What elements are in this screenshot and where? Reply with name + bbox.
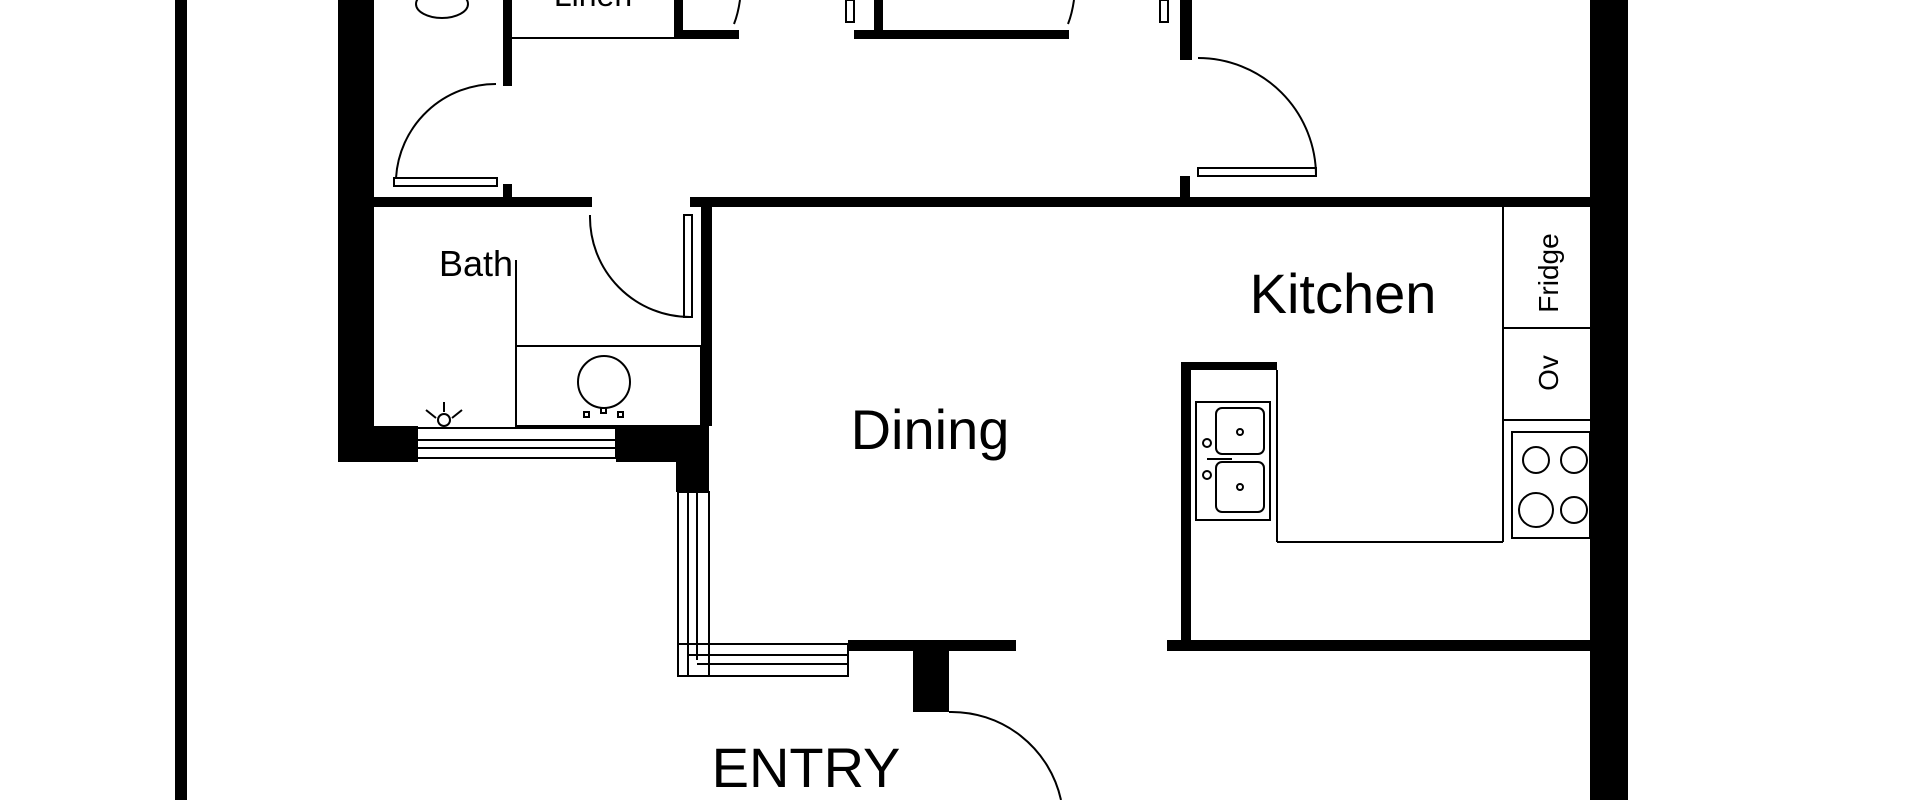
cooktop-burner-d [1560,496,1588,524]
kitchen-counter-top [1181,362,1277,370]
bath-basin [577,355,631,409]
door-jamb-bed [1180,176,1190,200]
closet-post-b [1180,0,1192,60]
cooktop-burner-b [1560,446,1588,474]
door-leaf-bath [683,214,693,318]
linen-wall-bottom [674,30,739,39]
closet-door-arc-b [1067,0,1075,25]
shower-head [437,413,451,427]
linework [347,0,1591,800]
dining-wall-bottom-b [1167,640,1590,651]
room-label-kitchen: Kitchen [1250,262,1437,325]
appliance-label-fridge: Fridge [1533,233,1564,312]
kitchen-sink-frame [1195,401,1271,521]
kitchen-counter-wall [1181,362,1191,648]
appliance-label-oven: Ov [1533,355,1564,391]
sink-tap-a [1202,438,1212,448]
corridor-wall-south-a [374,197,592,207]
cooktop-burner-c [1518,492,1554,528]
linen-wall-left [503,0,512,86]
room-label-linen: Linen [554,0,632,13]
kitchen-sink-bowl-a [1215,407,1265,455]
sink-tap-b [1202,470,1212,480]
basin-tap-b [600,407,607,414]
sink-drain-a [1236,428,1244,436]
linen-wall-right [674,0,683,38]
door-leaf-bedroom [1197,167,1317,177]
bath-vanity [515,345,702,427]
outer-wall-left [175,0,187,800]
kitchen-sink-bowl-b [1215,461,1265,513]
closet-post-a [874,0,883,38]
closet-wall-a [854,30,1069,39]
window-dining-bottom [677,643,849,677]
toilet-bowl [415,0,469,19]
bath-partition [701,207,707,427]
window-dining-left [677,491,710,677]
cooktop [1511,431,1591,539]
door-jamb-bath [503,184,512,198]
corridor-wall-south-b [690,197,1590,207]
bath-wall-bottom-right [616,426,676,462]
room-label-dining: Dining [851,398,1010,461]
room-label-entry: ENTRY [712,736,901,799]
outer-wall-right [1590,0,1628,800]
door-swing-bath [588,214,691,318]
walls [175,0,1628,800]
shower-ray-a [425,409,437,419]
door-swing-entry [948,710,1062,800]
room-label-bath: Bath [439,243,513,284]
closet-door-arc-a [733,0,741,25]
closet-door-leaf-b [1159,0,1169,23]
dining-wall-left-top [676,426,709,492]
sink-drain-b [1236,483,1244,491]
entry-pillar [913,640,949,712]
cooktop-burner-a [1522,446,1550,474]
basin-tap-a [583,411,590,418]
window-bath [414,427,617,459]
basin-tap-c [617,411,624,418]
closet-door-leaf-a [845,0,855,23]
bath-wall-bottom [338,426,418,462]
door-swing-left-room [395,82,497,179]
door-swing-bedroom [1197,57,1317,177]
door-leaf-left-room [393,177,498,187]
shower-ray-c [451,409,463,419]
